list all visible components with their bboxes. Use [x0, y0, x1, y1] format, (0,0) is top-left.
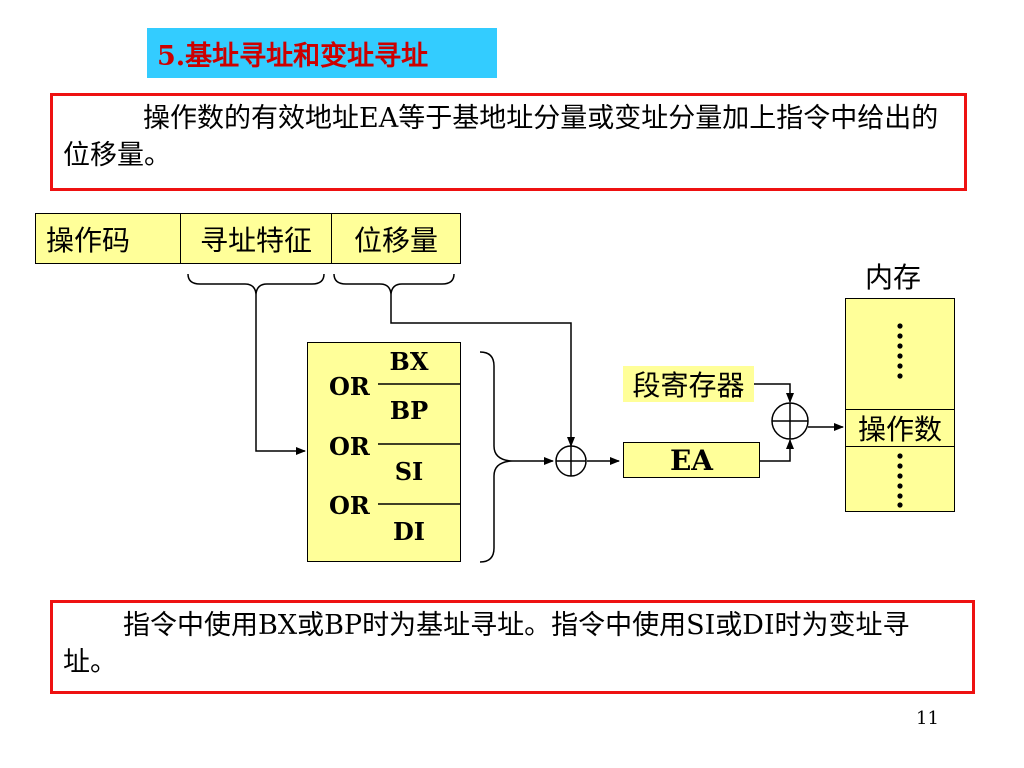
or-label-1: OR [329, 372, 371, 401]
opcode-field: 操作码 [35, 213, 181, 264]
or-label-2: OR [329, 432, 371, 461]
operand-cell: 操作数 [845, 409, 955, 447]
mode-to-registers-arrow [255, 294, 306, 455]
memory-title: 内存 [865, 261, 922, 294]
displacement-field: 位移量 [331, 213, 461, 264]
segment-register-label: 段寄存器 [623, 366, 754, 402]
register-di: DI [393, 517, 425, 546]
definition-box: 操作数的有效地址EA等于基地址分量或变址分量加上指令中给出的位移量。 [50, 93, 967, 191]
slide-title: 5.基址寻址和变址寻址 [147, 28, 497, 78]
register-si: SI [395, 457, 424, 486]
segment-to-adder-arrow [754, 383, 794, 403]
brace-addressing-mode [187, 273, 325, 295]
register-bx: BX [390, 347, 429, 376]
register-bp: BP [390, 396, 428, 425]
memory-ellipsis-bottom [897, 453, 903, 508]
summary-box: 指令中使用BX或BP时为基址寻址。指令中使用SI或DI时为变址寻址。 [50, 600, 975, 694]
brace-registers [479, 351, 513, 563]
displacement-to-adder-arrow [390, 294, 575, 447]
addressing-mode-field: 寻址特征 [180, 213, 332, 264]
ea-to-adder-arrow [760, 439, 794, 462]
memory-ellipsis-top [897, 323, 903, 379]
adder-2-icon [771, 402, 809, 440]
adder-1-icon [555, 445, 587, 477]
or-label-3: OR [329, 491, 371, 520]
effective-address-box: EA [623, 442, 760, 478]
page-number: 11 [916, 708, 939, 729]
register-block [307, 342, 461, 562]
brace-displacement [333, 273, 455, 295]
